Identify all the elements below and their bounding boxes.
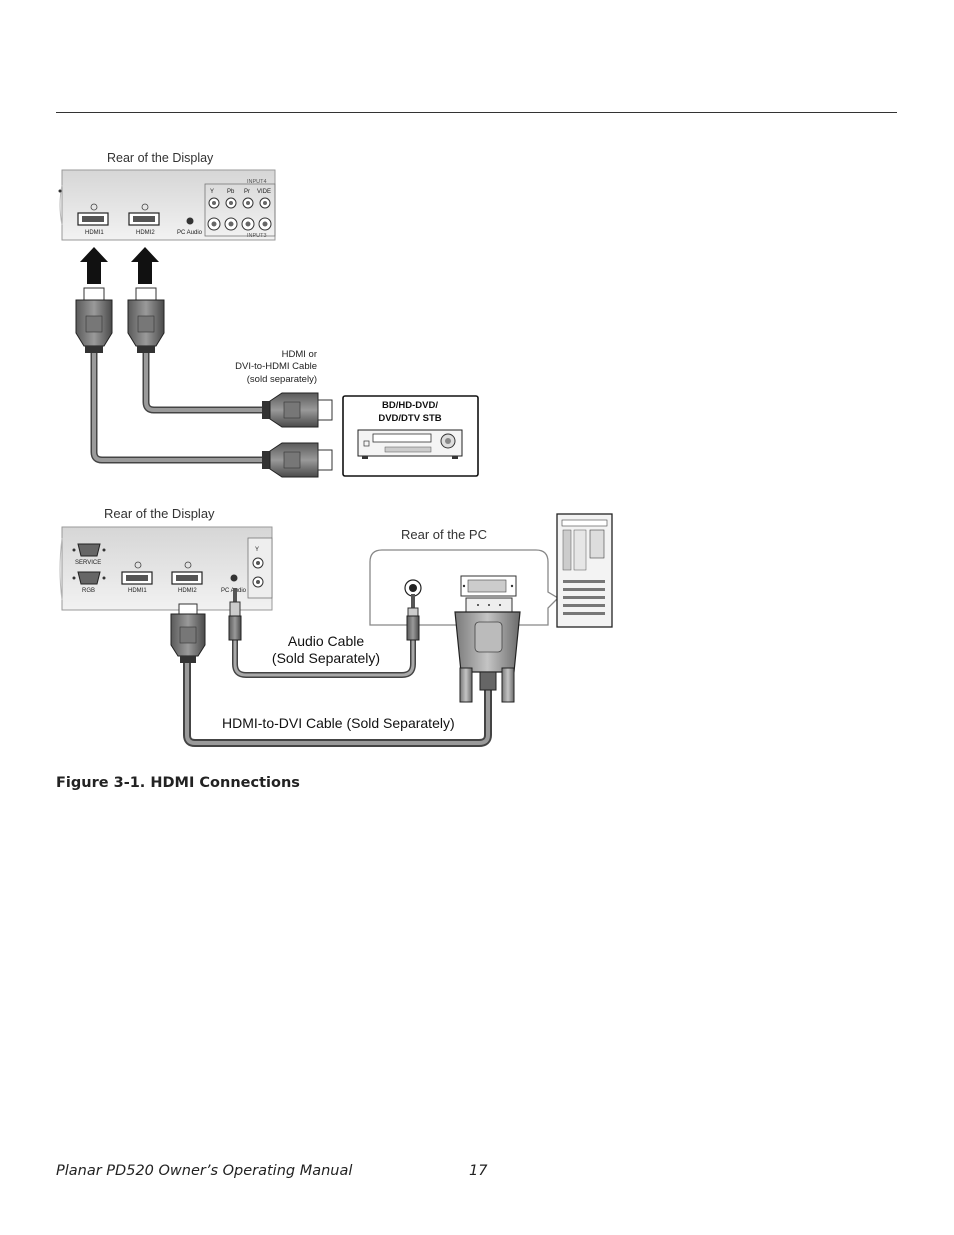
service-port [72, 543, 106, 557]
audio-plug-pc-side [406, 594, 420, 641]
bottom-display-panel: Rear of the Display SERVICE RGB HDMI1 HD… [59, 506, 273, 611]
bottom-hdmi2-port [171, 561, 203, 585]
bottom-cables [183, 640, 492, 747]
up-arrow-icon [131, 247, 159, 284]
bottom-hdmi2-label: HDMI2 [178, 588, 197, 594]
dvi-plug [454, 597, 521, 703]
input3-label: INPUT3 [247, 233, 267, 239]
top-hdmi2-label: HDMI2 [136, 230, 155, 236]
up-arrow-icon [80, 247, 108, 284]
audio-plug-display-side [228, 588, 242, 641]
audio-cable-label-line1: Audio Cable [288, 633, 364, 649]
audio-cable-label-line2: (Sold Separately) [272, 650, 380, 666]
top-pc-audio-label: PC Audio [177, 230, 203, 236]
hdmi-plug-vertical [127, 287, 165, 353]
bottom-hdmi1-label: HDMI1 [128, 588, 147, 594]
bottom-hdmi-plug [170, 603, 206, 663]
y-jack-label: Y [210, 189, 214, 195]
header-rule [56, 112, 897, 113]
dvi-port [460, 575, 517, 597]
pb-jack-label: Pb [227, 189, 235, 195]
hdmi1-port [77, 203, 109, 226]
top-hdmi1-label: HDMI1 [85, 230, 104, 236]
hdmi-plug-vertical [75, 287, 113, 353]
service-label: SERVICE [75, 560, 101, 566]
video-jack-label: VIDE [257, 189, 271, 195]
top-hdmi-cables [90, 350, 275, 464]
figure-caption: Figure 3-1. HDMI Connections [56, 775, 300, 791]
footer-page-number: 17 [469, 1163, 488, 1179]
device-label-line2: DVD/DTV STB [378, 413, 441, 424]
top-rear-display-label: Rear of the Display [107, 151, 214, 165]
hdmi-plug-horizontal [262, 442, 333, 478]
rgb-label: RGB [82, 588, 95, 594]
cable-note-line2: DVI-to-HDMI Cable [235, 361, 317, 372]
rear-pc-label: Rear of the PC [401, 527, 487, 542]
rgb-port [72, 571, 106, 585]
source-device: BD/HD-DVD/ DVD/DTV STB [342, 395, 479, 477]
cable-note-line1: HDMI or [282, 349, 317, 360]
bottom-rear-display-label: Rear of the Display [104, 506, 215, 521]
hdmi-plug-horizontal [262, 392, 333, 428]
bottom-hdmi1-port [121, 561, 153, 585]
input4-label: INPUT4 [247, 179, 267, 185]
footer-manual-title: Planar PD520 Owner’s Operating Manual [56, 1163, 353, 1179]
device-label-line1: BD/HD-DVD/ [382, 400, 438, 411]
bottom-y-label: Y [255, 547, 259, 553]
dvi-cable-label: HDMI-to-DVI Cable (Sold Separately) [222, 715, 455, 731]
pc-audio-jack [186, 217, 194, 225]
hdmi2-port [128, 203, 160, 226]
top-display-panel: Rear of the Display HDMI1 HDMI2 PC Audio… [58, 151, 276, 241]
bottom-pc-audio-jack [230, 574, 238, 582]
cable-note-line3: (sold separately) [247, 374, 317, 385]
pr-jack-label: Pr [244, 189, 250, 195]
pc-tower [556, 513, 613, 628]
pc-callout: Rear of the PC [369, 527, 560, 626]
top-cable-note: HDMI or DVI-to-HDMI Cable (sold separate… [235, 349, 317, 385]
insert-arrows [80, 247, 159, 284]
